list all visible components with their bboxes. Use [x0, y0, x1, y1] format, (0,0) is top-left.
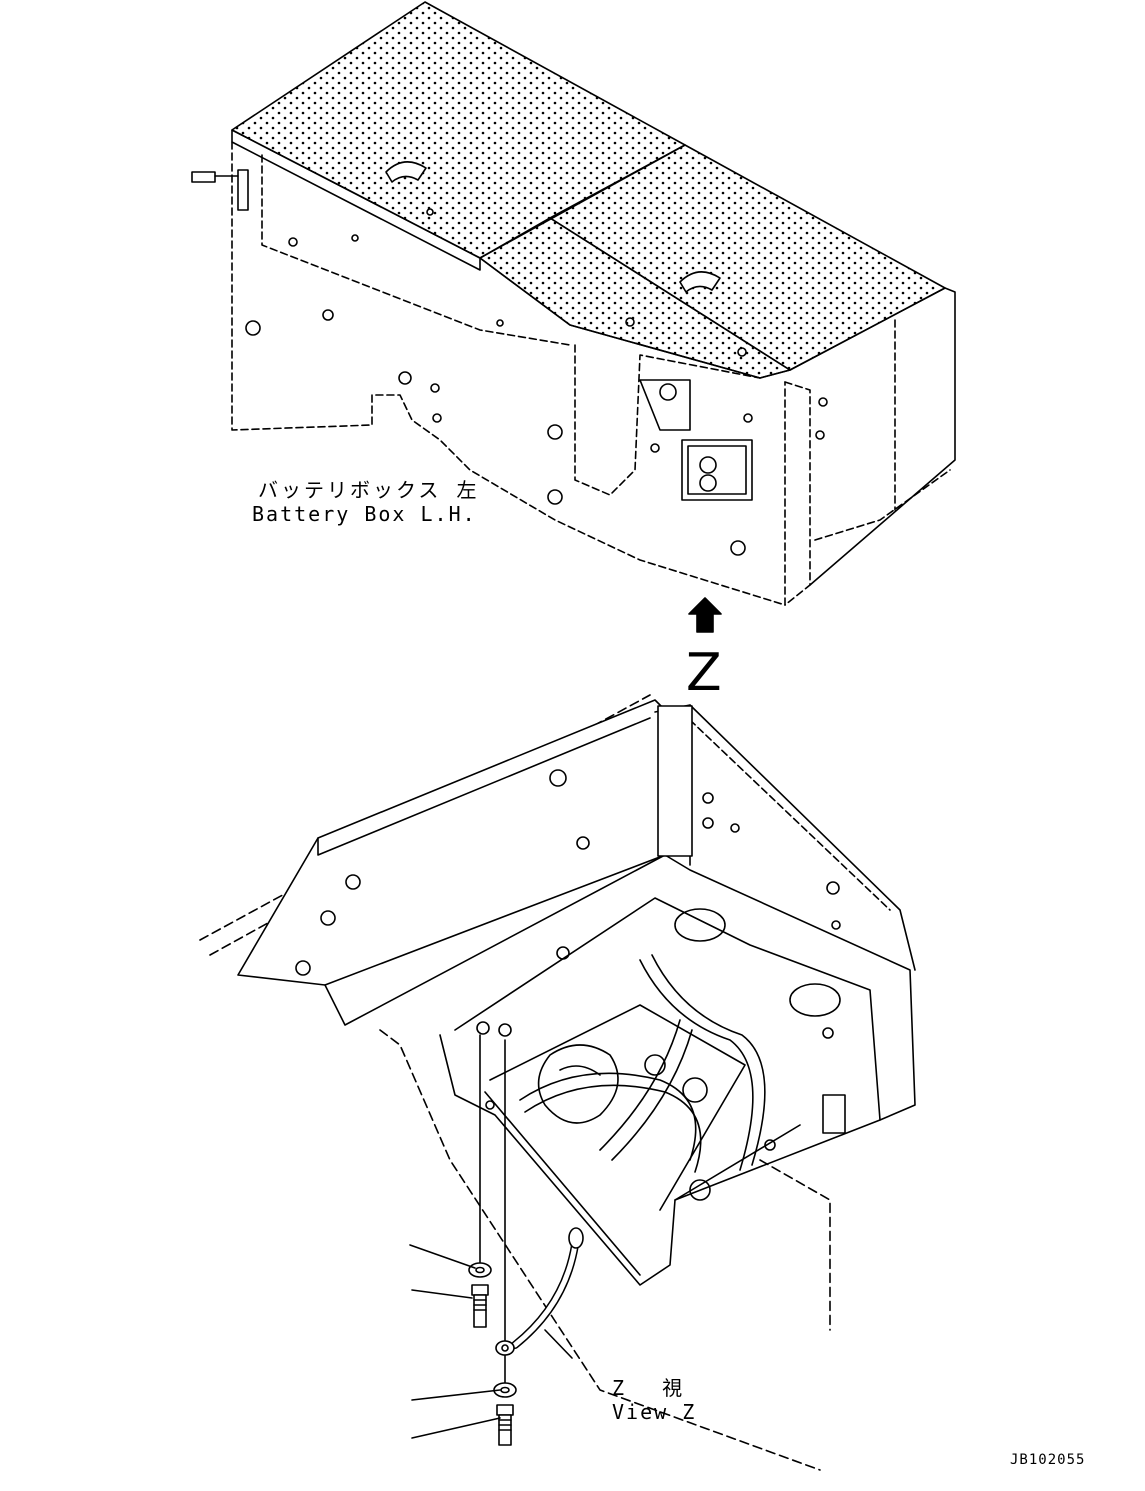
battery-box: [191, 1, 956, 606]
view-z-label-jp: Z 視: [612, 1376, 685, 1400]
battery-switch: [639, 379, 753, 501]
lid-handle-left: [385, 161, 427, 183]
battery-box-label-jp: バッテリボックス 左: [258, 478, 480, 502]
bolt-upper: [471, 1284, 489, 1328]
battery-box-front-panel: [231, 141, 786, 606]
bolt-lower: [496, 1404, 514, 1446]
frame-holes: [295, 769, 841, 1151]
leader-lines: [409, 1244, 573, 1439]
washer-upper: [468, 1262, 492, 1278]
battery-box-label-en: Battery Box L.H.: [252, 502, 477, 526]
side-bolt: [191, 169, 249, 211]
ground-cable-parts: [409, 1034, 584, 1446]
drawing-code: JB102055: [1010, 1452, 1086, 1468]
view-letter: Z: [686, 643, 722, 703]
frame-bolt: [822, 1094, 846, 1134]
view-z-label-en: View Z: [612, 1400, 697, 1424]
view-arrow: [688, 597, 722, 633]
starter-motor-cables: [519, 954, 766, 1201]
lid-handle-right: [679, 271, 721, 293]
frame-assembly: [199, 694, 916, 1471]
mounting-holes: [245, 208, 828, 556]
ground-cable: [495, 1227, 584, 1356]
